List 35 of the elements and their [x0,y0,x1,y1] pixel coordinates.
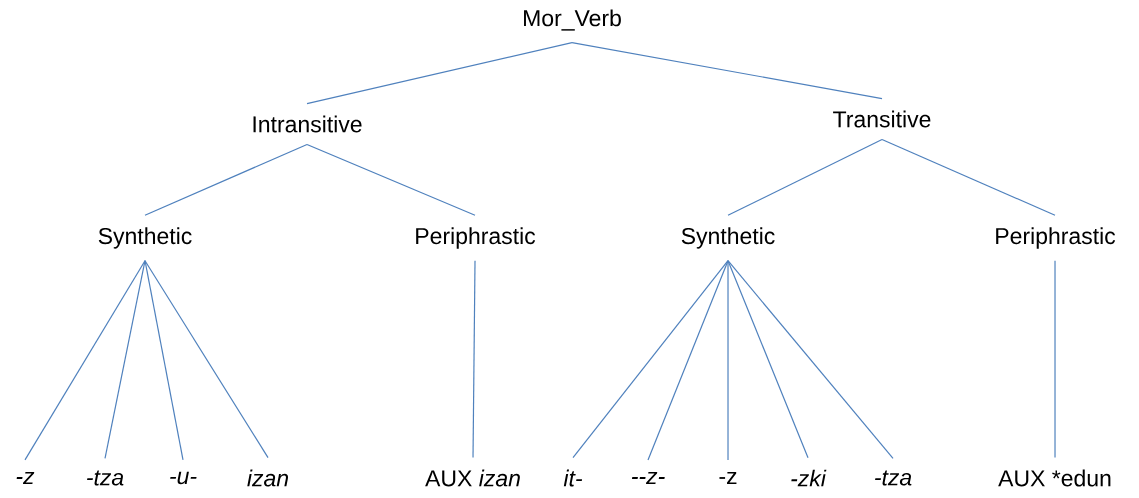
tree-label: -zki [791,469,827,487]
tree-label: Intransitive [253,115,362,133]
tree-branch [144,260,184,461]
tree-branch [144,260,269,459]
tree-branch [572,260,729,459]
tree-label: -z [16,471,35,485]
tree-label: Synthetic [98,227,192,249]
tree-label: Periphrastic [416,227,536,249]
tree-branch [306,143,476,216]
tree-branch [1054,260,1056,459]
tree-label: Synthetic [681,227,775,249]
tree-label: --z- [631,471,665,485]
tree-branch [727,138,883,216]
tree-label: -z [719,471,737,485]
tree-branch [144,143,308,216]
tree-label: -tza [875,470,912,486]
tree-label: -u- [170,471,197,485]
tree-label: it- [563,469,583,487]
tree-label: Periphrastic [996,227,1116,249]
tree-label: izan [247,469,289,487]
tree-branch [727,260,729,461]
tree-label: -tza [87,470,124,486]
tree-label: AUX *edun [998,469,1111,487]
tree-branch [306,42,573,105]
tree-branch [571,42,883,100]
tree-label: Mor_Verb [524,9,621,31]
tree-branch [104,260,146,460]
tree-branch [727,260,894,460]
tree-branch [472,260,476,459]
tree-label: AUX izan [425,469,520,487]
tree-branch [727,260,809,459]
tree-label: Transitive [833,110,931,128]
tree-branch [647,260,729,461]
tree-branch [24,260,146,461]
tree-branch [881,138,1056,216]
